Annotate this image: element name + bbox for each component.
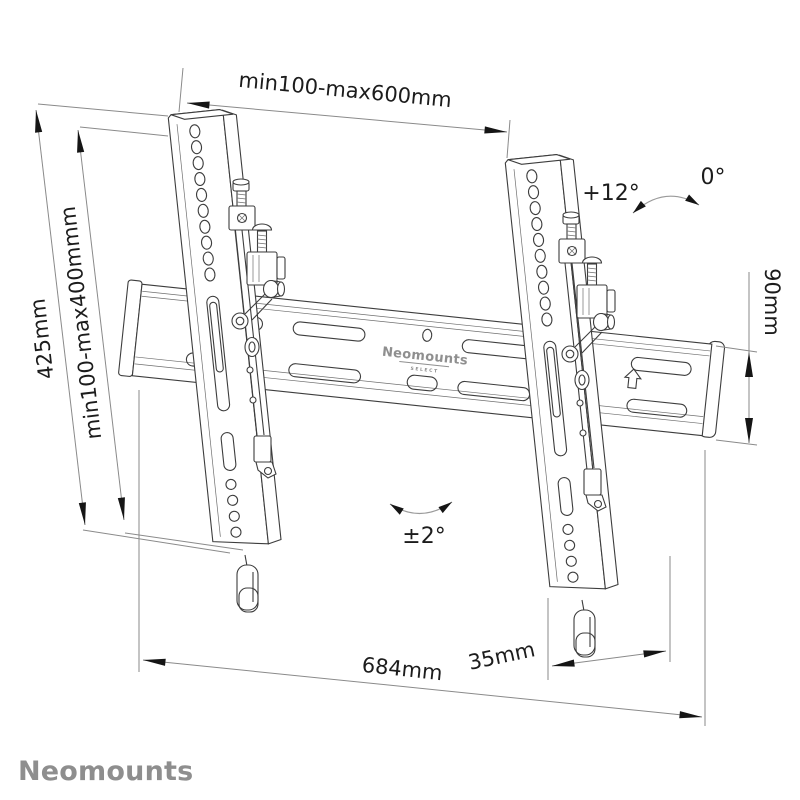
footer-brand-logo: Neomounts xyxy=(18,756,193,787)
plate-brand-sub: SELECT xyxy=(410,366,439,375)
rail-short-slot xyxy=(220,432,237,471)
locking-knob xyxy=(262,279,286,299)
dimension-label-left-outer: 425mm xyxy=(26,297,59,380)
dimension-label-left-inner: min100-max400mmm xyxy=(56,205,106,441)
plate-oblong-hole xyxy=(406,374,438,392)
dimension-label-plate-width: 684mm xyxy=(361,653,444,685)
level-adjust-label: ±2° xyxy=(402,524,445,549)
level-angle-annotation: ±2° xyxy=(389,501,453,549)
hook-foot xyxy=(253,435,277,479)
tilt-mechanism xyxy=(228,178,286,479)
rail-long-slot xyxy=(206,295,231,412)
tilt-angle-annotation: +12° 0° xyxy=(582,165,726,214)
dimension-plate-height: 90mm xyxy=(715,268,784,446)
dimension-label-top-width: min100-max600mm xyxy=(238,68,453,112)
plate-center-hole xyxy=(422,328,433,342)
dimension-label-depth: 35mm xyxy=(466,637,537,675)
adjustment-bolt-lower xyxy=(246,223,286,286)
tilt-zero-label: 0° xyxy=(701,165,726,190)
rail-bottom-holes xyxy=(225,478,242,538)
rail-holes xyxy=(189,124,216,282)
release-pull-tab xyxy=(236,554,259,613)
adjustment-bolt-upper xyxy=(228,178,256,231)
pivot-elbow xyxy=(244,336,260,358)
tilt-max-label: +12° xyxy=(582,181,639,206)
pivot-washer xyxy=(231,312,249,330)
dimension-label-plate-height: 90mm xyxy=(760,268,784,336)
up-arrow-marking-icon xyxy=(623,368,642,390)
